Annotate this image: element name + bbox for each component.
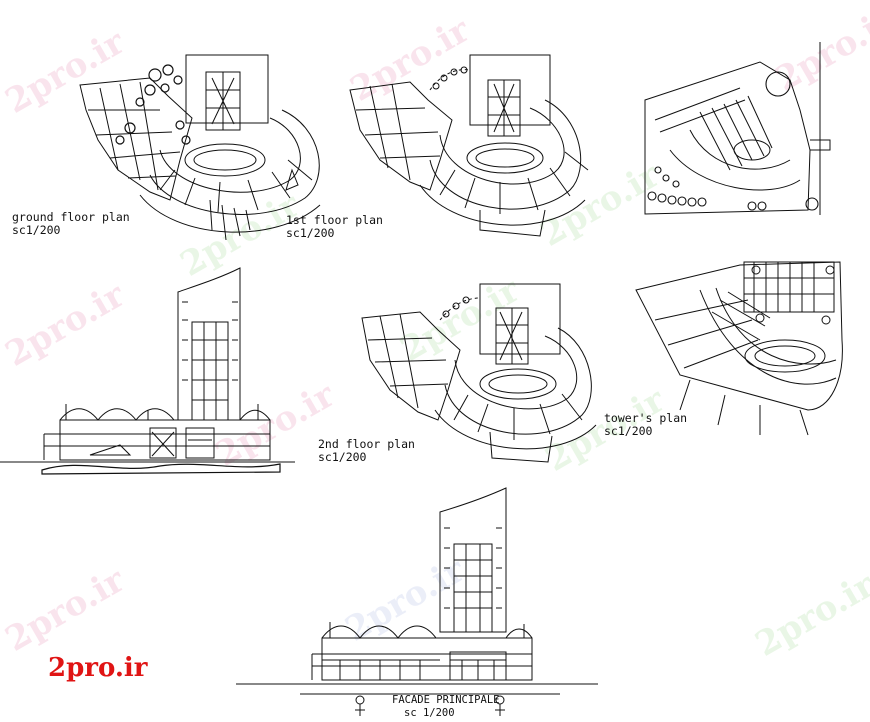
side-elevation [0,267,295,475]
ground-floor-plan [79,54,321,241]
ground-floor-plan-title: ground floor plan [12,210,130,224]
first-floor-plan-title: 1st floor plan [286,213,383,227]
facade-title: FACADE PRINCIPALE [392,694,500,706]
first-floor-plan-scale: sc1/200 [286,226,335,240]
facade-scale: sc 1/200 [404,707,455,719]
site-plan [644,42,831,215]
site-logo: 2pro.ir [48,653,148,683]
second-floor-plan [361,283,597,463]
towers-plan-scale: sc1/200 [604,424,653,438]
first-floor-plan [349,54,589,237]
second-floor-plan-title: 2nd floor plan [318,437,415,451]
second-floor-plan-scale: sc1/200 [318,450,367,464]
towers-plan-title: tower's plan [604,411,688,425]
ground-floor-plan-scale: sc1/200 [12,223,61,237]
towers-plan [635,261,843,436]
facade-principale [236,487,598,716]
